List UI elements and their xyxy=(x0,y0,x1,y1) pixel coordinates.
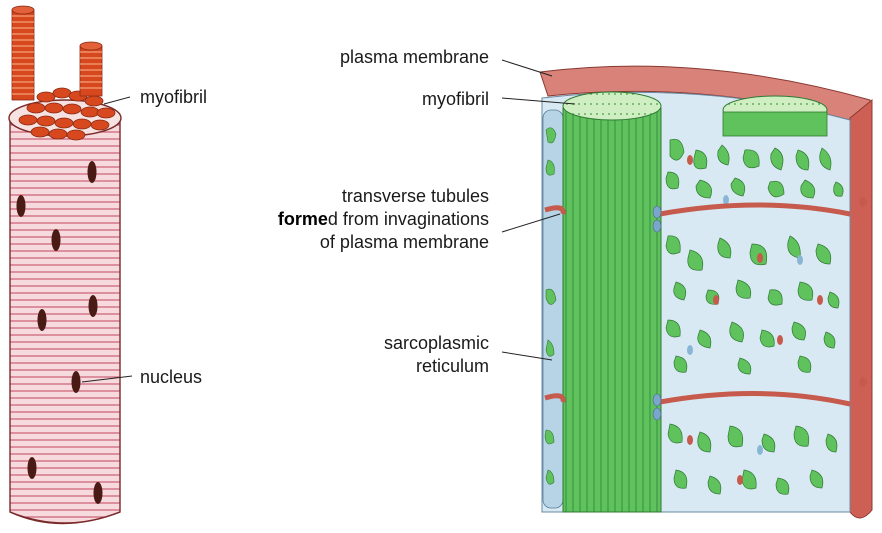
label-sarcoplasmic-reticulum: sarcoplasmic reticulum xyxy=(384,332,489,378)
myofibril-top-disc xyxy=(563,92,661,120)
myofibril-pointer-left xyxy=(104,97,130,104)
t-tubules-line2: formed from invaginations xyxy=(278,208,489,231)
label-transverse-tubules: transverse tubules formed from invaginat… xyxy=(278,185,489,254)
t-tubules-line1: transverse tubules xyxy=(278,185,489,208)
protruding-myofibril-1 xyxy=(12,6,34,100)
t-tubules-line3: of plasma membrane xyxy=(278,231,489,254)
label-myofibril-left: myofibril xyxy=(140,86,207,109)
muscle-fiber-section xyxy=(502,60,872,518)
muscle-fiber-left xyxy=(9,6,132,524)
label-plasma-membrane: plasma membrane xyxy=(340,46,489,69)
t-tubules-line2-rest: d from invaginations xyxy=(328,209,489,229)
t-tubules-line2-bold: forme xyxy=(278,209,328,229)
plasma-membrane-pointer xyxy=(502,60,552,76)
label-myofibril-right: myofibril xyxy=(422,88,489,111)
sarcoplasmic-line2: reticulum xyxy=(384,355,489,378)
myofibril-green-column xyxy=(563,108,661,512)
sarcoplasmic-line1: sarcoplasmic xyxy=(384,332,489,355)
label-nucleus: nucleus xyxy=(140,366,202,389)
protruding-myofibril-2 xyxy=(80,42,102,96)
